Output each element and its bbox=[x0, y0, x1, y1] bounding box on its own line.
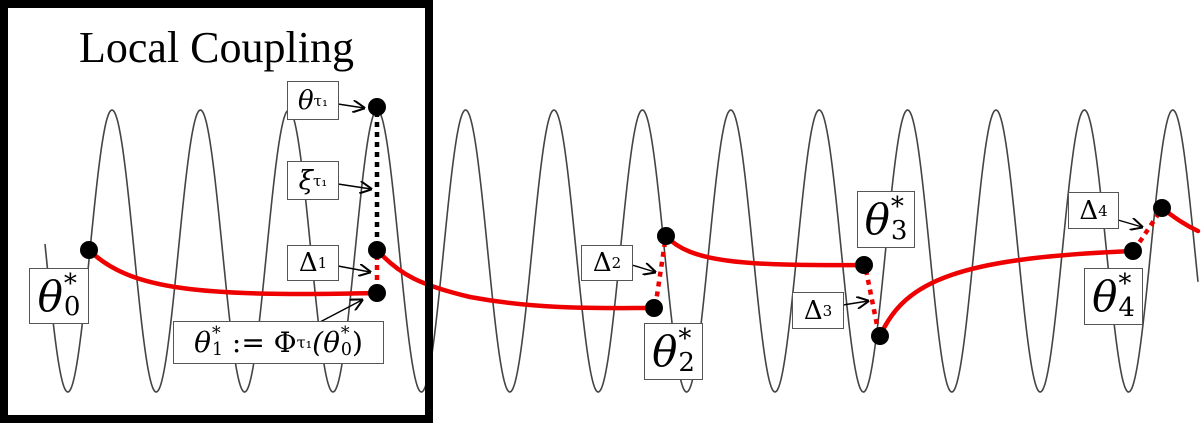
point-theta3 bbox=[855, 256, 873, 274]
local-coupling-title: Local Coupling bbox=[79, 23, 354, 72]
point-theta0 bbox=[80, 241, 98, 259]
arrow-delta3 bbox=[842, 301, 868, 305]
point-delta1-top bbox=[368, 241, 386, 259]
trajectory-segment-3-4 bbox=[877, 248, 1136, 339]
arrow-delta2 bbox=[631, 265, 655, 272]
delta2-link bbox=[653, 241, 668, 303]
arrow-xi-tau1 bbox=[337, 184, 371, 189]
point-theta-tau1 bbox=[368, 98, 386, 116]
arrow-theta-tau1 bbox=[337, 104, 364, 108]
point-delta2-top bbox=[657, 227, 675, 245]
arrow-delta1 bbox=[337, 266, 370, 272]
local-coupling-frame bbox=[0, 0, 433, 423]
trajectory-segment-2-3 bbox=[663, 233, 867, 268]
trajectory-segment-0-1 bbox=[86, 247, 380, 297]
point-theta4 bbox=[1124, 242, 1142, 260]
point-delta3-bottom bbox=[871, 327, 889, 345]
oscillating-landscape-curve bbox=[44, 109, 1199, 393]
label-theta4: θ*4 bbox=[1084, 268, 1143, 325]
label-theta0: θ*0 bbox=[29, 268, 89, 324]
label-theta3: θ*3 bbox=[857, 191, 915, 248]
label-theta2: θ*2 bbox=[644, 323, 703, 380]
point-theta1 bbox=[368, 284, 386, 302]
arrow-delta4 bbox=[1117, 220, 1142, 227]
arrow-theta1 bbox=[319, 300, 362, 323]
trajectory-segment-1-2 bbox=[374, 247, 657, 311]
point-delta4-top bbox=[1153, 199, 1171, 217]
point-theta2 bbox=[645, 299, 663, 317]
delta4-link bbox=[1135, 211, 1161, 248]
delta3-link bbox=[863, 269, 881, 331]
